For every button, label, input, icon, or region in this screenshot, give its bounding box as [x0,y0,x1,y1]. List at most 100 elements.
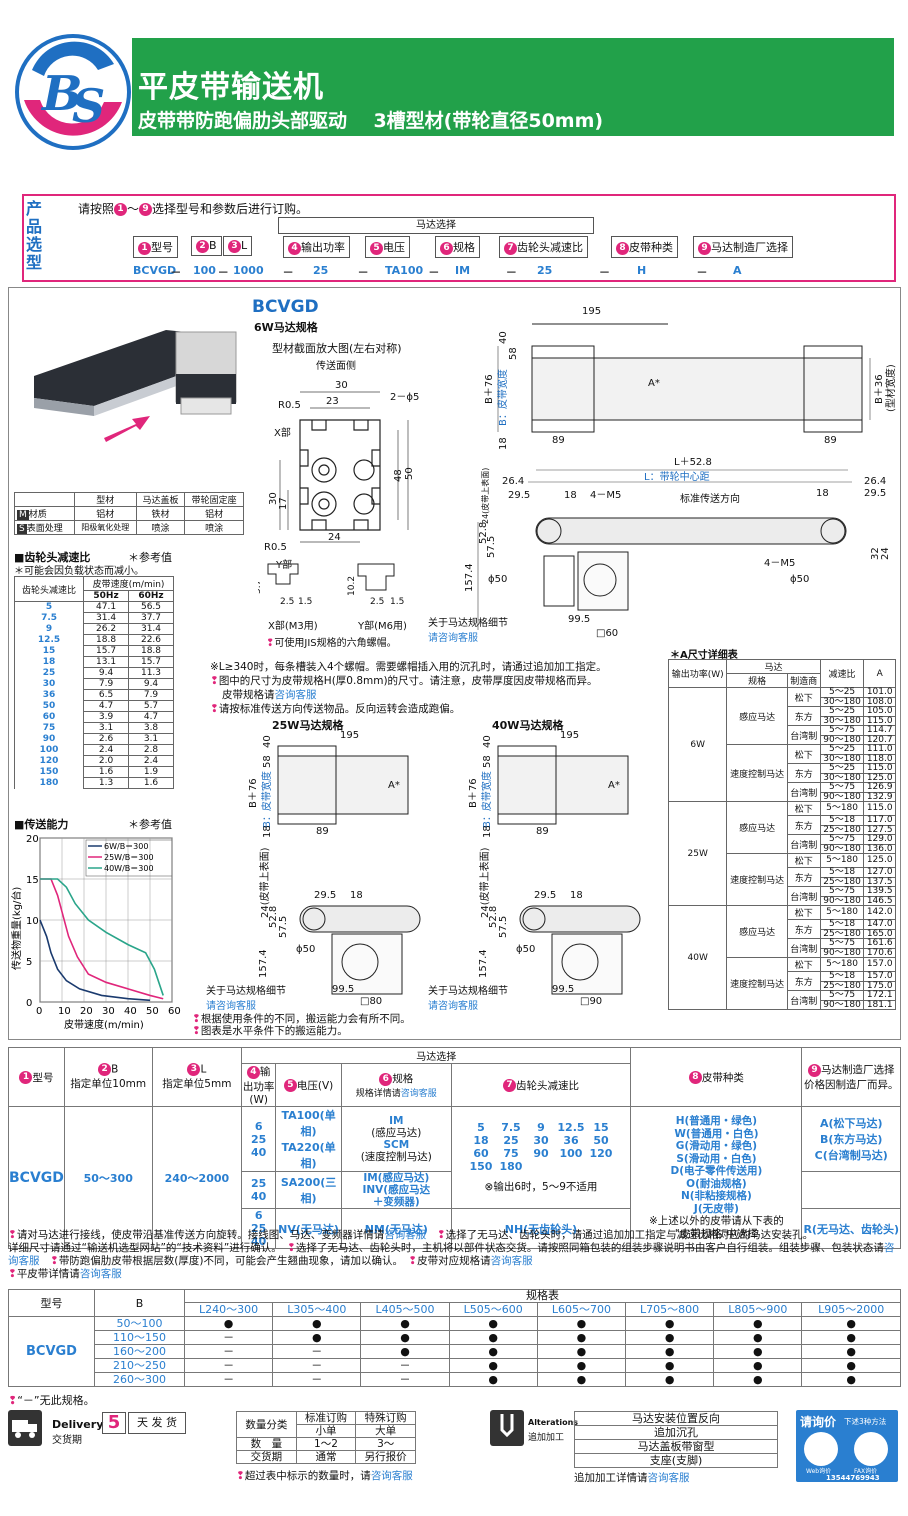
web-icon[interactable] [804,1432,838,1466]
example-value: 25 [313,264,329,277]
a-ratio: 5～25 [819,706,865,717]
svg-text:2.5: 2.5 [370,597,384,607]
svg-text:B: B [40,66,83,122]
note-2: 皮带规格请 [222,689,275,701]
size-cell: ● [713,1316,803,1331]
frame-top [277,755,409,815]
alter-note-text: 追加加工详情请 [574,1472,648,1484]
alter-note-link[interactable]: 咨询客服 [647,1472,690,1484]
belt-note: "皮带规格"中选择 [674,1227,758,1240]
n2-1[interactable]: 咨询客服 [384,1229,427,1241]
svg-text:157.4: 157.4 [464,563,475,592]
mat-r0c1: 材质 [28,510,47,520]
model-title: BCVGD [252,297,319,317]
a-maker: 东方 [786,971,821,991]
a-value: 126.9 [863,782,896,793]
step-number: 4 [246,1065,260,1079]
a-ratio: 5～75 [819,725,865,736]
size-cell: ● [272,1316,362,1331]
alterations-icon [490,1410,524,1446]
note-3[interactable]: 咨询客服 [274,689,317,701]
qty-h0: 数量分类 [236,1411,297,1438]
inquiry-sub: 下述3种方法 [844,1417,887,1426]
a-h-spec: 规格 [726,673,788,688]
n2-2: 选择了无马达、齿轮头时，请通过追加加工指定与减速比相对应的马达安装孔。 [445,1229,814,1241]
a-value: 170.6 [863,947,896,958]
dimension-label: B＋76 [468,778,479,808]
svg-text:5.7: 5.7 [258,580,263,594]
ref-note-6w-2[interactable]: 请咨询客服 [428,633,478,644]
alteration-list: 马达安装位置反向追加沉孔马达盖板带窗型支座(支脚) [574,1411,778,1468]
dimension-label: 29.5 [534,890,556,901]
speed-50hz: 9.4 [83,667,130,679]
size-cell: ● [713,1344,803,1359]
a-ratio: 5～75 [819,782,865,793]
y-tick-label: 10 [26,916,39,927]
inquiry-panel[interactable]: 请询价 下述3种方法 Web询价 FAX询价 13544769943 [796,1410,898,1482]
size-cell: ● [625,1316,715,1331]
a-ratio: 5～180 [819,801,865,816]
a-ratio: 5～18 [819,919,865,930]
svg-text:89: 89 [552,435,565,446]
qty-cell: 通常 [295,1450,357,1464]
size-cell: ● [536,1358,627,1373]
n2-5[interactable]: 咨询客服 [8,1242,895,1267]
ratio-hz: 50Hz [83,590,130,602]
x-tick-label: 40 [124,1006,137,1017]
size-cell: － [272,1344,362,1359]
table-row: 210～250－－－●●●●● [9,1358,901,1373]
info-icon: ❢ [236,1470,245,1482]
size-note-text: “－”无此规格。 [17,1394,95,1407]
a-ratio: 90～180 [819,947,865,958]
spec-detail-link[interactable]: 咨询客服 [400,1089,437,1099]
size-cell: ● [183,1316,274,1331]
belt-option: W(普通用・白色) [674,1127,759,1140]
frame-top [497,755,629,815]
field-label: 输出功率 [301,241,345,254]
bnote-1: 图表是水平条件下的搬运能力。 [200,1025,348,1037]
n2-8[interactable]: 咨询客服 [490,1255,533,1267]
alteration-item: 马达盖板带窗型 [574,1440,778,1454]
a-ratio: 5～180 [819,905,865,920]
step-number: 2 [196,239,209,253]
mat-tag-m: M [17,510,29,520]
example-value: BCVGD [133,264,177,277]
a-maker: 东方 [786,867,821,887]
ratio-value: 150 [13,766,85,778]
spec-belts: H(普通用・绿色)W(普通用・白色)G(滑动用・绿色)S(滑动用・白色)D(电子… [630,1106,803,1249]
size-h-b: B [94,1289,185,1317]
spec-motor-select: 马达选择 [241,1047,632,1064]
mat-r1c2: 阳极氧化处理 [73,520,137,535]
fax-icon[interactable] [854,1432,888,1466]
size-b: 160～200 [94,1344,185,1359]
speed-60hz: 3.1 [128,733,174,745]
ratio-value: 12.5 [13,634,85,646]
note-0: ※L≥340时，每条槽装入4个螺帽。需要螺帽插入用的沉孔时，请通过追加加工指定。 [210,661,607,673]
size-cell: － [272,1372,362,1387]
svg-text:B＋76: B＋76 [484,374,495,404]
capacity-ref: ＊参考值 [128,818,172,831]
ref-25-2[interactable]: 请咨询客服 [206,1001,256,1012]
mat-r0c2: 铝材 [73,506,137,521]
dim-r05b: R0.5 [264,542,287,553]
ratio-value: 50 [13,700,85,712]
speed-60hz: 37.7 [128,612,174,624]
ratio-value: 5 [13,601,85,613]
ref-note-25w: 关于马达规格细节请咨询客服 [206,982,286,1012]
ref-40-2[interactable]: 请咨询客服 [428,1001,478,1012]
dimension-label: 99.5 [552,984,574,995]
a-maker: 松下 [786,744,821,764]
speed-50hz: 3.1 [83,722,130,734]
ratio-note: ⊗输出6时，5～9不适用 [484,1181,598,1193]
section-title: 型材截面放大图(左右对称) [272,342,402,355]
n2-10[interactable]: 咨询客服 [79,1268,122,1280]
motor-circle [341,943,379,981]
example-dash: － [599,266,610,279]
qty-note-link[interactable]: 咨询客服 [370,1470,413,1482]
page-title: 平皮带输送机 [138,70,324,105]
step-number: 6 [440,241,453,255]
